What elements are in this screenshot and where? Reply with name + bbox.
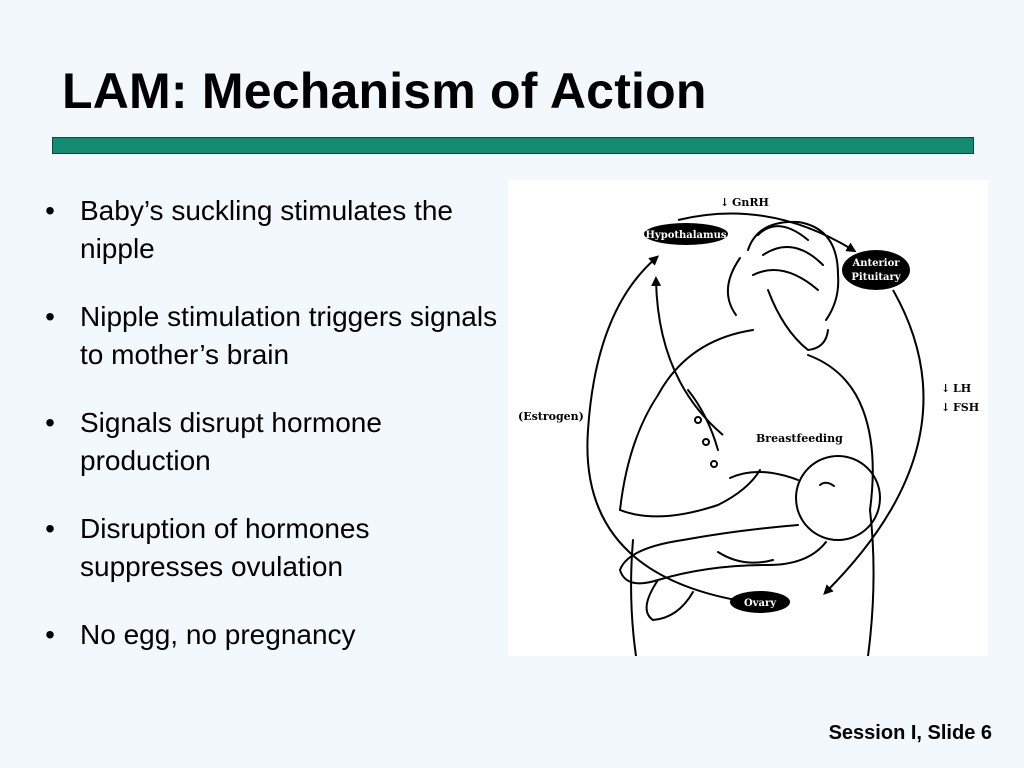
bullet-text: Nipple stimulation triggers signals to m… xyxy=(80,301,498,370)
ovary-oval xyxy=(730,591,790,613)
bullet-text: Disruption of hormones suppresses ovulat… xyxy=(80,513,370,582)
bullet-dot-icon: • xyxy=(45,513,55,544)
bullet-dot-icon: • xyxy=(45,195,55,226)
lam-diagram: Hypothalamus Anterior Pituitary Ovary ↓ … xyxy=(508,180,988,656)
mother-illustration xyxy=(619,220,875,656)
title-divider-bar xyxy=(52,137,974,154)
bullet-text: Signals disrupt hormone production xyxy=(80,407,382,476)
lh-arrow-icon: ↓ xyxy=(941,382,950,395)
bullet-text: Baby’s suckling stimulates the nipple xyxy=(80,195,453,264)
hypothalamus-oval xyxy=(644,223,728,245)
anterior-pituitary-oval xyxy=(842,250,910,290)
slide-footer: Session I, Slide 6 xyxy=(828,722,992,744)
fsh-label: FSH xyxy=(953,401,979,414)
bullet-item: • Baby’s suckling stimulates the nipple xyxy=(40,192,500,268)
bullet-item: • No egg, no pregnancy xyxy=(40,616,500,654)
anterior-label: Anterior xyxy=(851,258,900,269)
bullet-dot-icon: • xyxy=(45,407,55,438)
bullet-item: • Disruption of hormones suppresses ovula… xyxy=(40,510,500,586)
cycle-arrow-breastfeeding-to-hypothalamus xyxy=(651,276,724,436)
pituitary-label: Pituitary xyxy=(851,272,901,283)
lh-label: LH xyxy=(953,382,971,395)
bullet-list: • Baby’s suckling stimulates the nipple •… xyxy=(40,192,500,684)
estrogen-label: (Estrogen) xyxy=(518,410,584,423)
hypothalamus-label: Hypothalamus xyxy=(645,230,726,241)
bullet-text: No egg, no pregnancy xyxy=(80,619,356,650)
gnrh-label: GnRH xyxy=(732,196,769,209)
baby-illustration xyxy=(619,455,881,621)
bullet-item: • Signals disrupt hormone production xyxy=(40,404,500,480)
breastfeeding-label: Breastfeeding xyxy=(756,432,843,445)
ovary-label: Ovary xyxy=(744,598,777,609)
fsh-arrow-icon: ↓ xyxy=(941,401,950,414)
cycle-arrow-hypothalamus-to-pituitary xyxy=(677,212,857,253)
bullet-dot-icon: • xyxy=(45,619,55,650)
slide-title: LAM: Mechanism of Action xyxy=(62,63,707,119)
cycle-arrow-ovary-to-hypothalamus xyxy=(586,255,737,601)
lam-diagram-svg: Hypothalamus Anterior Pituitary Ovary ↓ … xyxy=(518,196,979,656)
bullet-item: • Nipple stimulation triggers signals to … xyxy=(40,298,500,374)
gnrh-arrow-icon: ↓ xyxy=(720,196,729,209)
cycle-arrow-pituitary-to-ovary xyxy=(823,289,925,595)
bullet-dot-icon: • xyxy=(45,301,55,332)
